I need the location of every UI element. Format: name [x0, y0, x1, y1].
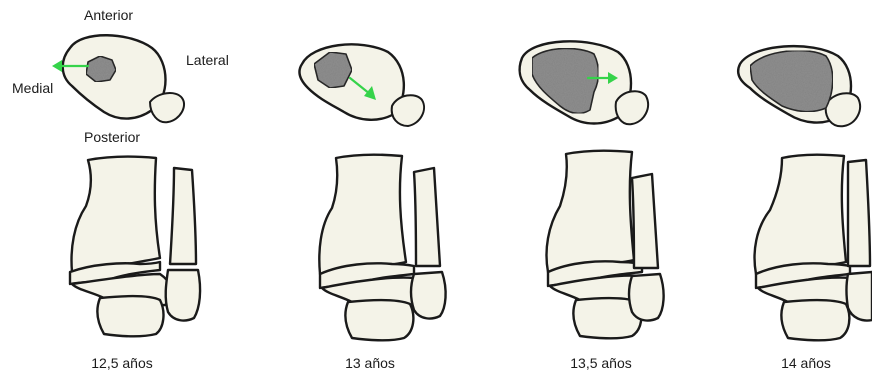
- age-caption: 13 años: [345, 355, 395, 371]
- stage-3-coronal-view: [547, 151, 664, 339]
- stage-1-axial-view: [52, 35, 184, 122]
- physis-closure-area: [750, 51, 833, 112]
- stage-2-axial-view: [300, 44, 425, 126]
- medial-label: Medial: [12, 80, 53, 96]
- anterior-label: Anterior: [84, 7, 133, 23]
- physis-closure-area: [86, 56, 116, 82]
- age-caption: 12,5 años: [91, 355, 153, 371]
- stage-2-coronal-view: [319, 155, 445, 341]
- stage-3-axial-view: [520, 41, 648, 124]
- lateral-label: Lateral: [186, 52, 229, 68]
- posterior-label: Posterior: [84, 129, 140, 145]
- stage-4-axial-view: [738, 46, 860, 126]
- age-caption: 14 años: [781, 355, 831, 371]
- physis-closure-area: [532, 48, 599, 113]
- stage-4-coronal-view: [755, 155, 872, 341]
- age-caption: 13,5 años: [570, 355, 632, 371]
- stage-1-coronal-view: [70, 157, 200, 337]
